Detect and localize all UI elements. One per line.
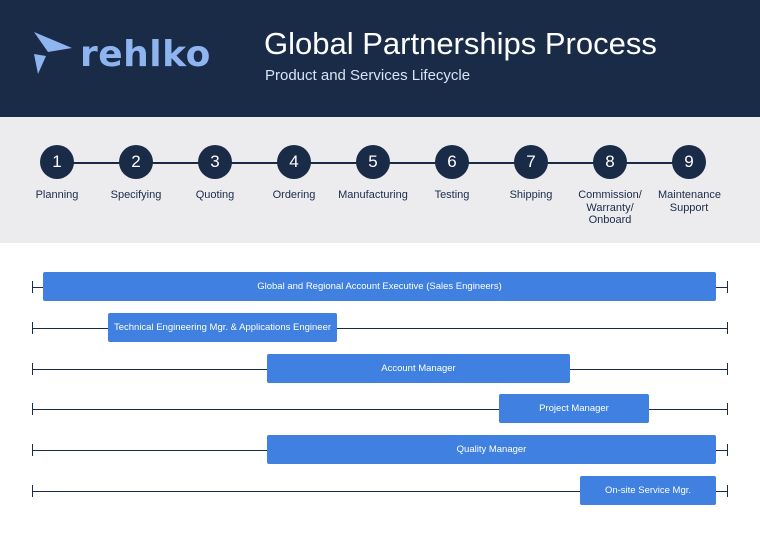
- role-bar-quality-manager: Quality Manager: [267, 435, 716, 464]
- step-number: 7: [514, 145, 548, 179]
- step-commission: 8 Commission/ Warranty/ Onboard: [565, 145, 655, 227]
- process-steps: 1 Planning 2 Specifying 3 Quoting 4 Orde…: [0, 117, 760, 243]
- step-number: 5: [356, 145, 390, 179]
- role-timeline-row: Project Manager: [0, 394, 760, 424]
- step-specifying: 2 Specifying: [91, 145, 181, 202]
- timeline-end-tick: [727, 281, 728, 293]
- timeline-end-tick: [727, 363, 728, 375]
- timeline-end-tick: [727, 485, 728, 497]
- timeline-track: [32, 491, 727, 492]
- step-number: 3: [198, 145, 232, 179]
- step-maintenance: 9 Maintenance Support: [644, 145, 734, 214]
- step-planning: 1 Planning: [12, 145, 102, 202]
- step-number: 8: [593, 145, 627, 179]
- timeline-end-tick: [727, 403, 728, 415]
- step-manufacturing: 5 Manufacturing: [328, 145, 418, 202]
- role-bar-project-manager: Project Manager: [499, 394, 649, 423]
- step-label: Planning: [35, 189, 79, 201]
- page-subtitle: Product and Services Lifecycle: [265, 67, 471, 84]
- step-label: Testing: [434, 189, 470, 201]
- role-timeline-row: Account Manager: [0, 354, 760, 384]
- timeline-start-tick: [32, 281, 33, 293]
- page-title: Global Partnerships Process: [264, 26, 657, 61]
- role-bar-account-executive: Global and Regional Account Executive (S…: [43, 272, 716, 301]
- arrow-logo-icon: [34, 32, 72, 74]
- timeline-start-tick: [32, 322, 33, 334]
- step-number: 1: [40, 145, 74, 179]
- step-label: Commission/ Warranty/ Onboard: [578, 189, 642, 226]
- step-label: Ordering: [272, 189, 316, 201]
- step-label: Specifying: [110, 189, 162, 201]
- step-shipping: 7 Shipping: [486, 145, 576, 202]
- role-timeline-row: Technical Engineering Mgr. & Application…: [0, 313, 760, 343]
- timeline-end-tick: [727, 322, 728, 334]
- step-testing: 6 Testing: [407, 145, 497, 202]
- role-timeline-row: Quality Manager: [0, 435, 760, 465]
- step-number: 2: [119, 145, 153, 179]
- step-label: Shipping: [509, 189, 553, 201]
- step-number: 4: [277, 145, 311, 179]
- step-ordering: 4 Ordering: [249, 145, 339, 202]
- step-quoting: 3 Quoting: [170, 145, 260, 202]
- brand-logo: rehlko: [32, 30, 210, 78]
- step-label: Manufacturing: [338, 189, 408, 201]
- role-timeline-row: Global and Regional Account Executive (S…: [0, 272, 760, 302]
- role-bar-technical-engineering: Technical Engineering Mgr. & Application…: [108, 313, 337, 342]
- step-number: 6: [435, 145, 469, 179]
- timeline-start-tick: [32, 403, 33, 415]
- timeline-track: [32, 409, 727, 410]
- header-banner: rehlko Global Partnerships Process Produ…: [0, 0, 760, 117]
- timeline-start-tick: [32, 444, 33, 456]
- brand-name: rehlko: [80, 34, 211, 75]
- step-number: 9: [672, 145, 706, 179]
- step-label: Quoting: [195, 189, 235, 201]
- timeline-end-tick: [727, 444, 728, 456]
- timeline-start-tick: [32, 485, 33, 497]
- role-timeline-row: On-site Service Mgr.: [0, 476, 760, 506]
- timeline-track: [32, 328, 727, 329]
- timeline-start-tick: [32, 363, 33, 375]
- step-label: Maintenance Support: [658, 189, 721, 214]
- role-bar-account-manager: Account Manager: [267, 354, 570, 383]
- role-bar-onsite-service: On-site Service Mgr.: [580, 476, 716, 505]
